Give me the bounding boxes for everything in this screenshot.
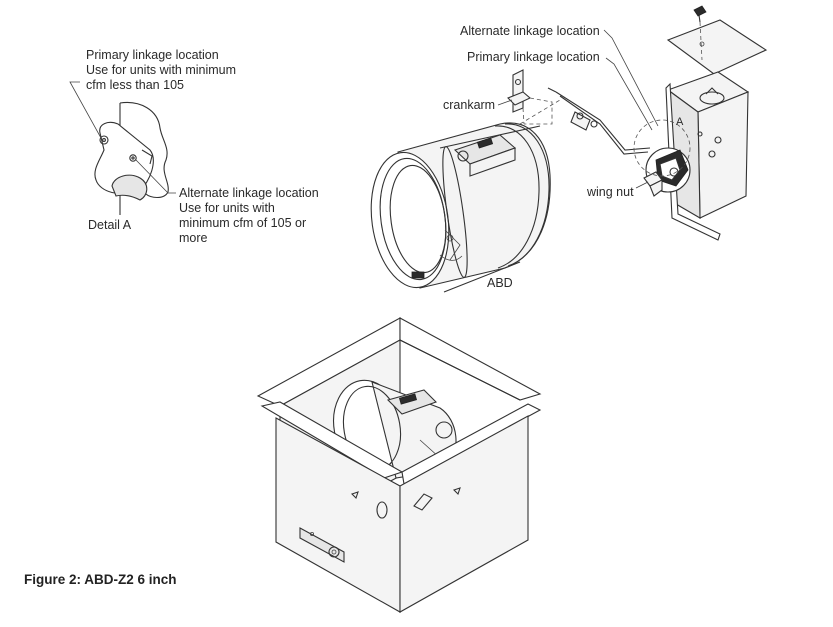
abd-damper-drawing (370, 122, 551, 293)
detail-a-drawing (69, 81, 176, 215)
detail-alternate-line-4: more (179, 231, 208, 245)
detail-primary-line-3: cfm less than 105 (86, 78, 184, 92)
alternate-linkage-label: Alternate linkage location (460, 24, 600, 38)
detail-primary-label: Primary linkage location Use for units w… (86, 48, 236, 93)
wing-nut-label: wing nut (587, 185, 634, 199)
detail-alternate-label: Alternate linkage location Use for units… (179, 186, 319, 246)
abd-label: ABD (487, 276, 513, 290)
detail-alternate-line-2: Use for units with (179, 201, 275, 215)
linkage-rod-drawing (519, 87, 651, 155)
detail-a-marker: A (676, 116, 684, 128)
primary-linkage-label: Primary linkage location (467, 50, 600, 64)
detail-primary-line-1: Primary linkage location (86, 48, 219, 62)
crankarm-label: crankarm (443, 98, 496, 112)
detail-alternate-line-3: minimum cfm of 105 or (179, 216, 307, 230)
detail-alternate-line-1: Alternate linkage location (179, 186, 319, 200)
figure-caption: Figure 2: ABD-Z2 6 inch (24, 572, 177, 587)
control-box-drawing (603, 5, 768, 241)
crankarm-drawing (497, 69, 553, 125)
detail-primary-line-2: Use for units with minimum (86, 63, 237, 77)
detail-a-title: Detail A (88, 218, 132, 232)
box-housing-drawing (256, 317, 542, 613)
